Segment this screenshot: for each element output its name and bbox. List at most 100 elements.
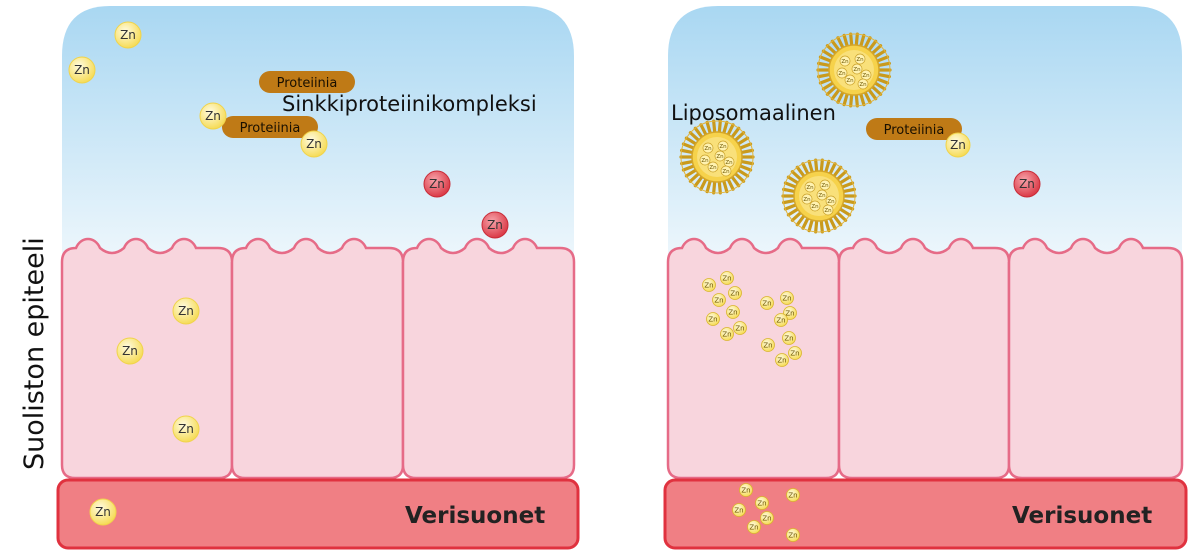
protein-label: Proteiinia [884,123,945,138]
zinc-ion-small: Zn [760,296,774,310]
zinc-ion-small: Zn [775,353,789,367]
zinc-label: Zn [950,138,966,152]
zinc-label: Zn [719,144,727,150]
zinc-label: Zn [777,357,786,365]
zinc-label: Zn [714,297,723,305]
zinc-ion-small: Zn [706,312,720,326]
zinc-ion-small: Zn [761,338,775,352]
zinc-label: Zn [487,218,503,232]
zinc-label: Zn [708,316,717,324]
zinc-label: Zn [734,507,743,515]
zinc-label: Zn [722,331,731,339]
right-epithelial-cell-2 [837,262,1011,480]
left-epithelial-cell-3 [401,262,576,480]
zinc-label: Zn [821,183,829,189]
zinc-ion: Zn [68,56,96,84]
zinc-ion-small: Zn [726,305,740,319]
zinc-ion: Zn [945,132,971,158]
zinc-ion: Zn [300,130,328,158]
left-microvilli-border [60,237,576,263]
zinc-label: Zn [757,500,766,508]
zinc-label: Zn [762,515,771,523]
zinc-label: Zn [811,204,819,210]
zinc-label: Zn [846,78,854,84]
zinc-ion-small: Zn [733,321,747,335]
zinc-ion-small: Zn [732,503,746,517]
left-epithelial-cell-1 [60,262,234,480]
zinc-label: Zn [785,310,794,318]
liposomal-label: Liposomaalinen [671,101,836,125]
zinc-label: Zn [74,63,90,77]
zinc-label: Zn [856,57,864,63]
zinc-label: Zn [841,59,849,65]
zinc-label: Zn [205,109,221,123]
zinc-label: Zn [722,169,730,175]
zinc-cluster-vessel: Zn Zn Zn Zn Zn Zn Zn [732,483,800,542]
side-label-intestinal-epithelium: Suoliston epiteeli [19,237,50,470]
zinc-ion: Zn [89,498,117,526]
zinc-cluster-cell: Zn Zn Zn Zn Zn Zn Zn Zn Zn Zn Zn Zn Zn Z… [702,271,802,367]
zinc-ion-small: Zn [728,286,742,300]
zinc-label: Zn [776,317,785,325]
zinc-label: Zn [862,73,870,79]
right-panel: Verisuonet Liposomaalinen Proteiinia Zn … [663,6,1188,550]
zinc-label: Zn [429,177,445,191]
left-panel: Verisuonet Proteiinia Proteiinia Sinkkip… [56,6,580,550]
zinc-label: Zn [122,344,138,358]
zinc-label: Zn [788,492,797,500]
left-epithelial-cell-2 [230,262,405,480]
zinc-label: Zn [806,185,814,191]
zinc-label: Zn [790,350,799,358]
zinc-ion-small: Zn [780,291,794,305]
zinc-protein-complex-label: Sinkkiproteiinikompleksi [282,92,537,116]
protein-label: Proteiinia [277,76,338,91]
zinc-label: Zn [120,28,136,42]
zinc-ion: Zn [199,102,227,130]
zinc-label: Zn [741,487,750,495]
zinc-label: Zn [824,208,832,214]
zinc-label: Zn [818,193,826,199]
zinc-ion-small: Zn [739,483,753,497]
zinc-ion: Zn [116,337,144,365]
zinc-ion: Zn [114,21,142,49]
zinc-label: Zn [716,154,724,160]
right-vessel-label: Verisuonet [1012,503,1152,529]
zinc-label: Zn [859,82,867,88]
zinc-ion-red: Zn [423,170,451,198]
zinc-label: Zn [704,282,713,290]
left-blood-vessel [56,478,580,550]
zinc-label: Zn [838,71,846,77]
zinc-label: Zn [725,160,733,166]
protein-molecule: Proteiinia [222,116,318,138]
zinc-ion-small: Zn [747,520,761,534]
protein-molecule: Proteiinia [866,118,962,140]
right-epithelial-cell-3 [1007,262,1184,480]
zinc-ion: Zn [172,415,200,443]
zinc-label: Zn [762,300,771,308]
zinc-ion-small: Zn [760,511,774,525]
zinc-ion-small: Zn [782,331,796,345]
zinc-ion-small: Zn [720,271,734,285]
zinc-label: Zn [178,422,194,436]
zinc-ion-red: Zn [1013,170,1041,198]
zinc-label: Zn [1019,177,1035,191]
zinc-ion-small: Zn [755,496,769,510]
zinc-label: Zn [749,524,758,532]
zinc-ion-small: Zn [702,278,716,292]
zinc-ion-small: Zn [786,488,800,502]
zinc-label: Zn [306,137,322,151]
zinc-ion-small: Zn [786,528,800,542]
protein-molecule: Proteiinia [259,71,355,93]
zinc-label: Zn [763,342,772,350]
zinc-label: Zn [827,199,835,205]
zinc-label: Zn [95,505,111,519]
zinc-ion-small: Zn [720,327,734,341]
zinc-label: Zn [784,335,793,343]
zinc-label: Zn [853,67,861,73]
protein-label: Proteiinia [240,121,301,136]
zinc-ion-small: Zn [788,346,802,360]
zinc-label: Zn [782,295,791,303]
